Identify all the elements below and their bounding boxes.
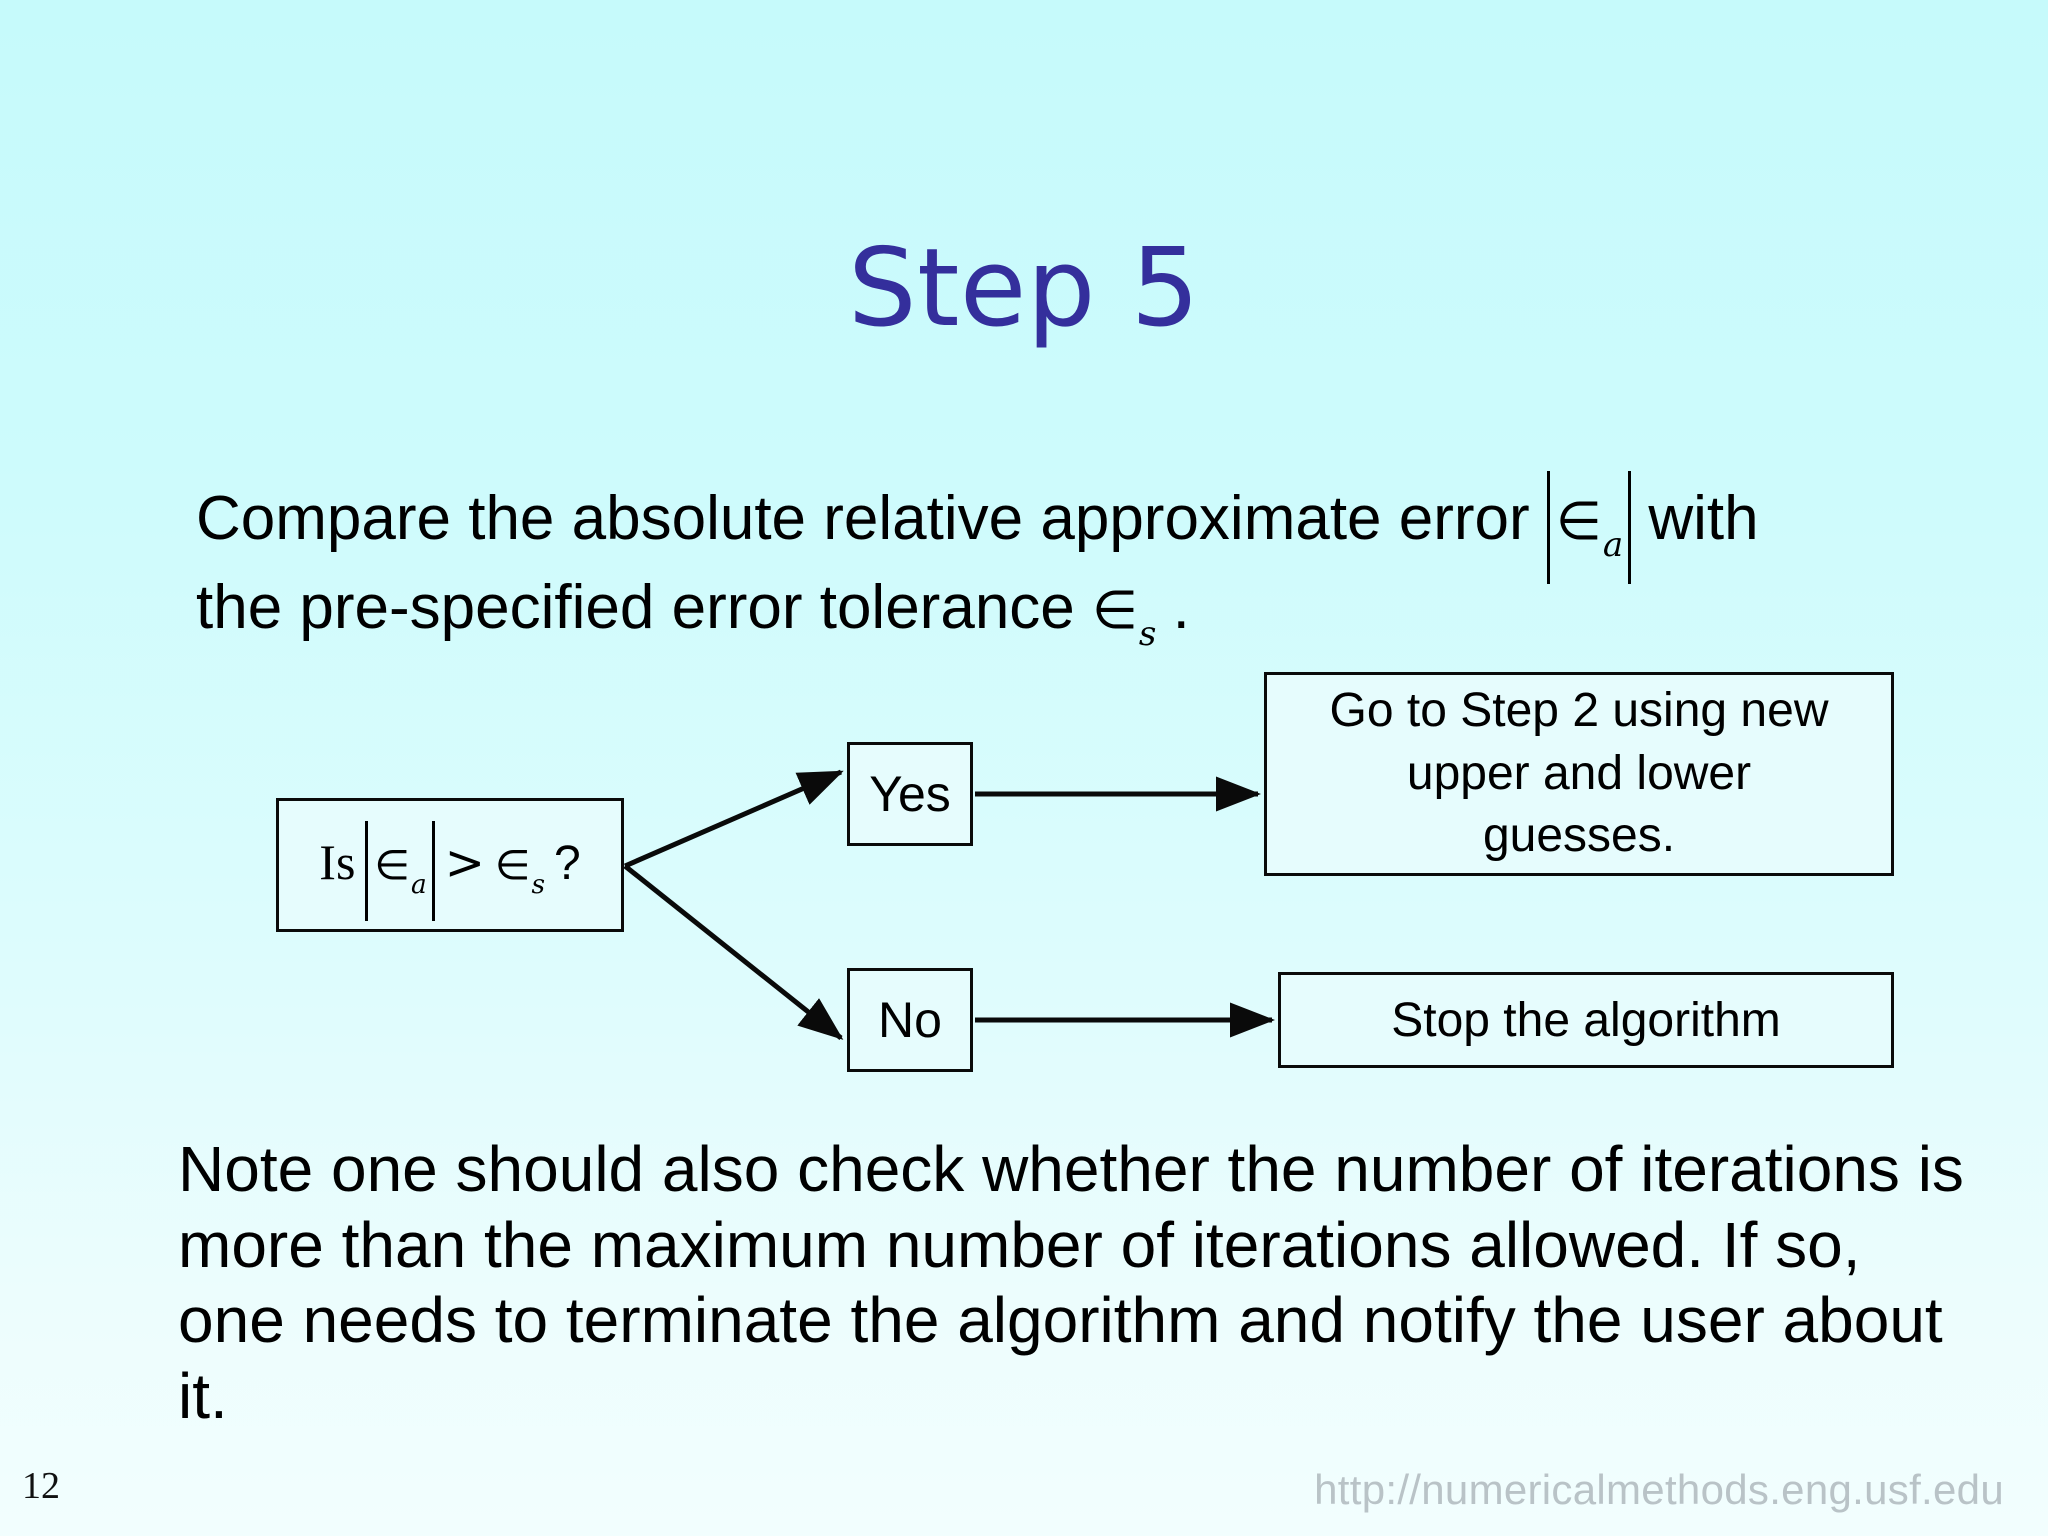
goto-step2-line-3: guesses.	[1482, 809, 1676, 863]
decision-expression: Is ∈a > ∈s ?	[319, 821, 581, 921]
paragraph-compare-line-2: the pre-specified error tolerance ∈s .	[196, 572, 1986, 654]
math-abs-epsilon-a: ∈a	[1546, 471, 1632, 583]
yes-label: Yes	[869, 766, 951, 822]
decision-operator: >	[444, 835, 485, 892]
arrow-decision-to-yes	[624, 769, 844, 869]
tolerance-text-after-math: .	[1172, 572, 1190, 642]
flow-node-decision: Is ∈a > ∈s ?	[276, 798, 624, 932]
arrow-decision-to-no	[623, 864, 844, 1040]
tolerance-text-before-math: the pre-specified error tolerance	[196, 572, 1075, 642]
stop-algorithm-label: Stop the algorithm	[1391, 993, 1781, 1047]
no-label: No	[878, 992, 942, 1048]
math-epsilon-s: ∈s	[1092, 579, 1157, 654]
math-abs-epsilon-a-decision: ∈a	[365, 821, 435, 921]
paragraph-note: Note one should also check whether the n…	[178, 1133, 1964, 1432]
flow-node-yes: Yes	[847, 742, 973, 846]
flow-node-stop-algorithm: Stop the algorithm	[1278, 972, 1894, 1068]
paragraph-compare: Compare the absolute relative approximat…	[196, 471, 1986, 654]
goto-step2-lines: Go to Step 2 using new upper and lower g…	[1283, 680, 1875, 867]
page-number: 12	[22, 1465, 60, 1507]
flow-node-no: No	[847, 968, 973, 1072]
flow-node-goto-step2: Go to Step 2 using new upper and lower g…	[1264, 672, 1894, 876]
compare-text-after-math: with	[1648, 484, 1759, 553]
math-epsilon-s-decision: ∈s	[494, 841, 545, 900]
compare-text-before-math: Compare the absolute relative approximat…	[196, 484, 1530, 553]
paragraph-compare-line-1: Compare the absolute relative approximat…	[196, 471, 1986, 583]
goto-step2-line-2: upper and lower	[1406, 746, 1752, 800]
footer-url: http://numericalmethods.eng.usf.edu	[1314, 1466, 2004, 1513]
page-title: Step 5	[848, 226, 1200, 351]
goto-step2-line-1: Go to Step 2 using new	[1329, 684, 1829, 738]
decision-is-word: Is	[319, 834, 356, 891]
decision-question-mark: ?	[554, 837, 581, 891]
